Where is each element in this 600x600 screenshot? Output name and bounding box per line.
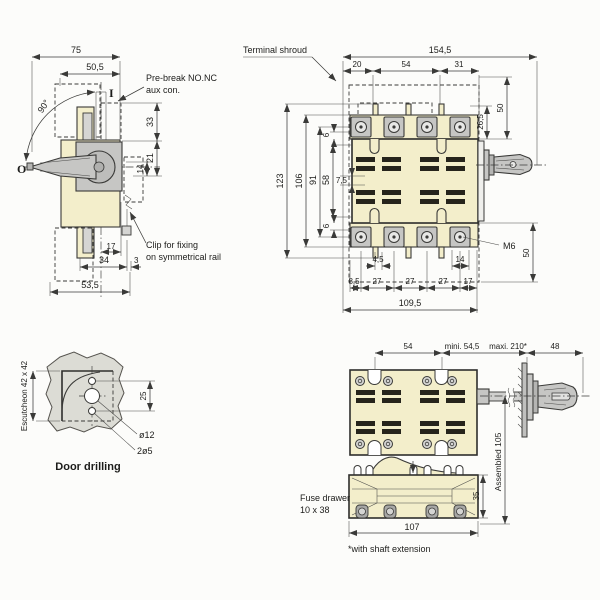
door-drilling-title: Door drilling bbox=[55, 461, 120, 473]
dim-3: 3 bbox=[134, 256, 139, 265]
dim-54-assembly: 54 bbox=[404, 342, 413, 351]
dim-109-5: 109,5 bbox=[399, 298, 422, 308]
prebreak-note-line2: aux con. bbox=[146, 85, 180, 95]
fuse-drawer bbox=[348, 456, 479, 519]
dim-25: 25 bbox=[139, 391, 148, 400]
dim-27-b: 27 bbox=[406, 277, 415, 286]
dim-91: 91 bbox=[308, 175, 318, 185]
dim-7-5: 7,5 bbox=[336, 176, 348, 185]
fixing-hooks bbox=[369, 139, 447, 223]
dim-154-5: 154,5 bbox=[429, 45, 452, 55]
dim-14-front: 14 bbox=[456, 255, 465, 264]
dim-17-front: 17 bbox=[464, 277, 473, 286]
label-m6: M6 bbox=[503, 241, 516, 251]
dim-assembled-105: Assembled 105 bbox=[493, 432, 503, 491]
clip-zone-outline bbox=[123, 156, 144, 203]
dim-17-side: 17 bbox=[107, 242, 116, 251]
shaft-and-handle-front bbox=[476, 140, 548, 222]
dim-106: 106 bbox=[294, 173, 304, 188]
dim-27-a: 27 bbox=[373, 277, 382, 286]
assembly-dimensions bbox=[348, 350, 584, 537]
dim-48: 48 bbox=[551, 342, 560, 351]
bottom-tabs bbox=[372, 246, 445, 259]
dim-53-5: 53,5 bbox=[81, 280, 99, 290]
clip-note-line2: on symmetrical rail bbox=[146, 252, 221, 262]
handle-assembly bbox=[480, 373, 592, 421]
dim-4-5: 4,5 bbox=[372, 255, 384, 264]
dim-54: 54 bbox=[402, 60, 411, 69]
dim-21: 21 bbox=[145, 153, 155, 163]
dim-50-top: 50 bbox=[496, 103, 505, 112]
front-view: Terminal shroud bbox=[243, 45, 548, 313]
aux-contact-outline bbox=[100, 102, 122, 141]
dim-34: 34 bbox=[99, 255, 109, 265]
position-marker-off: O bbox=[17, 162, 26, 176]
escutcheon-label: Escutcheon 42 x 42 bbox=[20, 360, 29, 431]
dim-35: 35 bbox=[472, 491, 481, 500]
upper-shroud-plate bbox=[76, 106, 95, 143]
front-view-dimensions bbox=[284, 54, 538, 313]
extension-shaft bbox=[476, 387, 523, 408]
terminal-shroud-leader bbox=[311, 56, 337, 82]
dim-50-bot: 50 bbox=[522, 248, 531, 257]
door-view-dimensions bbox=[30, 370, 155, 451]
rail-clip bbox=[121, 194, 133, 236]
door-drilling-view: 25 Escutcheon 42 x 42 ø12 2ø5 Door drill… bbox=[20, 351, 155, 473]
dim-26-5: 26,5 bbox=[476, 114, 485, 130]
dim-27-c: 27 bbox=[439, 277, 448, 286]
dim-58: 58 bbox=[321, 175, 331, 185]
dim-mini-54-5: mini. 54,5 bbox=[445, 342, 480, 351]
label-2dia5: 2ø5 bbox=[137, 446, 153, 456]
label-dia12: ø12 bbox=[139, 430, 155, 440]
fuse-drawer-label-line1: Fuse drawer bbox=[300, 493, 350, 503]
terminal-shroud-label: Terminal shroud bbox=[243, 45, 307, 55]
door-panel-blob bbox=[45, 351, 125, 433]
fixing-hole-top bbox=[88, 377, 96, 385]
top-tabs bbox=[372, 103, 445, 116]
assembly-notches bbox=[367, 370, 449, 455]
side-view: 75 50,5 90° I O Pre-break NO.NC aux con.… bbox=[17, 45, 221, 298]
dim-maxi-210: maxi. 210* bbox=[489, 342, 527, 351]
fuse-drawer-label-line2: 10 x 38 bbox=[300, 505, 330, 515]
terminal-shroud-step bbox=[357, 102, 433, 140]
position-marker-on: I bbox=[109, 86, 114, 100]
dim-6-bot: 6 bbox=[322, 223, 331, 228]
dim-33: 33 bbox=[145, 117, 155, 127]
dim-20: 20 bbox=[353, 60, 362, 69]
dim-31: 31 bbox=[455, 60, 464, 69]
assembly-view: 54 mini. 54,5 maxi. 210* 48 Fuse drawer … bbox=[300, 342, 592, 554]
fixing-hole-bottom bbox=[88, 407, 96, 415]
side-view-dimensions bbox=[23, 54, 162, 296]
shaft-extension-note: *with shaft extension bbox=[348, 544, 431, 554]
dim-50-5: 50,5 bbox=[86, 62, 104, 72]
prebreak-note-line1: Pre-break NO.NC bbox=[146, 73, 218, 83]
dim-14-side: 14 bbox=[136, 164, 145, 173]
switch-body-assembly bbox=[349, 369, 478, 456]
handle-lever bbox=[26, 154, 105, 180]
dim-8-5: 8,5 bbox=[348, 277, 360, 286]
dim-123: 123 bbox=[275, 173, 285, 188]
shaft-hole bbox=[84, 388, 100, 404]
escutcheon-cutout-dashed bbox=[62, 371, 114, 422]
dim-6-top: 6 bbox=[322, 132, 331, 137]
dim-75: 75 bbox=[71, 45, 81, 55]
clip-note-line1: Clip for fixing bbox=[146, 240, 198, 250]
lower-shroud-plate bbox=[76, 226, 95, 259]
escutcheon-corner-radius bbox=[61, 371, 101, 411]
dim-107: 107 bbox=[404, 522, 419, 532]
